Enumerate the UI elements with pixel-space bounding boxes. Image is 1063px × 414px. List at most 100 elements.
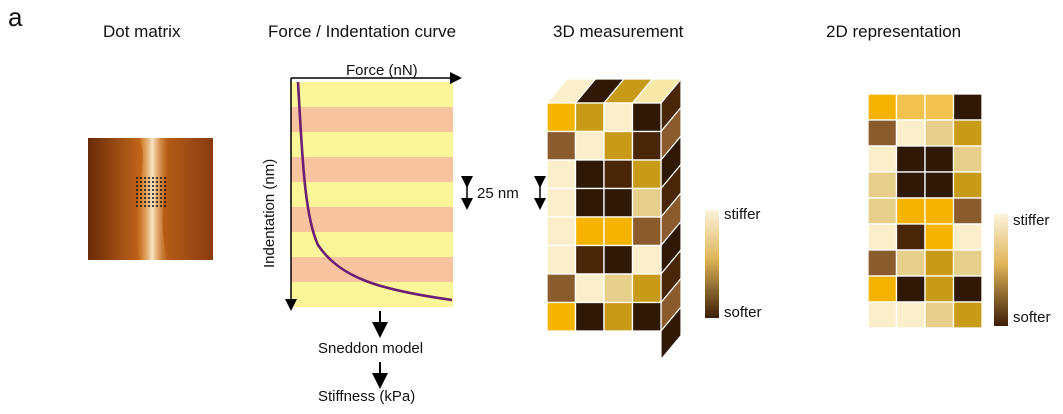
title-dot-matrix: Dot matrix <box>103 22 181 41</box>
grid2d-cell <box>924 301 955 329</box>
stiffness-3d-block <box>545 77 683 362</box>
grid2d-cell <box>867 301 898 329</box>
indentation-dot <box>136 205 138 207</box>
cube-front-cell <box>574 244 605 275</box>
indentation-dot <box>136 197 138 199</box>
indentation-dot <box>144 181 146 183</box>
indentation-dot <box>140 177 142 179</box>
colorbar-3d-bottom-label: softer <box>724 304 762 321</box>
indentation-dot <box>140 201 142 203</box>
indentation-dot <box>152 193 154 195</box>
force-curve-line <box>296 81 453 302</box>
cube-front-cell <box>603 273 634 304</box>
indentation-dot <box>156 177 158 179</box>
cube-front-cell <box>574 301 605 332</box>
indentation-dot <box>136 201 138 203</box>
indentation-dot <box>160 189 162 191</box>
cube-front-cell <box>546 216 577 247</box>
indentation-dot <box>160 185 162 187</box>
indentation-dot <box>148 185 150 187</box>
cube-front-cell <box>603 216 634 247</box>
depth-stripe <box>291 82 453 107</box>
cube-front-cell <box>603 159 634 190</box>
indentation-dot <box>144 177 146 179</box>
cube-front-cell <box>603 301 634 332</box>
cube-front-cell <box>546 244 577 275</box>
indentation-dot <box>156 197 158 199</box>
grid2d-cell <box>924 197 955 225</box>
cube-front-cell <box>631 159 662 190</box>
stiffness-2d-grid <box>867 93 983 329</box>
cube-front-cell <box>603 244 634 275</box>
indentation-dot <box>152 189 154 191</box>
cube-front-cell <box>631 102 662 133</box>
indentation-dot <box>156 185 158 187</box>
cube-front-cell <box>546 102 577 133</box>
grid2d-cell <box>895 145 926 173</box>
cube-front-cell <box>603 102 634 133</box>
grid2d-cell <box>895 249 926 277</box>
grid2d-cell <box>867 145 898 173</box>
indentation-dot <box>160 193 162 195</box>
colorbar-2d <box>994 214 1008 326</box>
depth-stripe <box>291 132 453 157</box>
grid2d-cell <box>952 249 983 277</box>
indentation-dot <box>156 205 158 207</box>
cube-front-cell <box>546 187 577 218</box>
indentation-dot <box>136 181 138 183</box>
grid2d-cell <box>895 275 926 303</box>
indentation-dot <box>152 197 154 199</box>
grid2d-cell <box>952 223 983 251</box>
x-axis-label: Force (nN) <box>346 62 418 79</box>
cube-front-cell <box>631 273 662 304</box>
y-axis-label: Indentation (nm) <box>261 158 278 268</box>
indentation-dot <box>156 189 158 191</box>
grid2d-cell <box>867 197 898 225</box>
cube-side-cell <box>660 305 682 362</box>
indentation-dot <box>140 197 142 199</box>
indentation-dot <box>144 197 146 199</box>
grid2d-cell <box>924 93 955 121</box>
indentation-dot <box>164 197 166 199</box>
indentation-dot <box>140 205 142 207</box>
indentation-dot <box>144 189 146 191</box>
cube-front-cell <box>631 216 662 247</box>
cube-front-cell <box>631 244 662 275</box>
indentation-dot <box>136 177 138 179</box>
depth-stripe <box>291 107 453 132</box>
colorbar-2d-top-label: stiffer <box>1013 212 1050 229</box>
cube-front-cell <box>546 273 577 304</box>
title-force-curve: Force / Indentation curve <box>268 22 457 41</box>
indentation-dot <box>148 181 150 183</box>
indentation-dot <box>136 185 138 187</box>
grid2d-cell <box>867 249 898 277</box>
indentation-dot <box>152 205 154 207</box>
cube-front-cell <box>546 159 577 190</box>
title-3d-measurement: 3D measurement <box>553 22 684 41</box>
grid2d-cell <box>952 197 983 225</box>
indentation-dot <box>144 205 146 207</box>
cube-front-cell <box>546 130 577 161</box>
depth-stripe <box>291 207 453 232</box>
indentation-dot <box>156 181 158 183</box>
indentation-dot <box>164 189 166 191</box>
colorbar-3d-top-label: stiffer <box>724 206 761 223</box>
grid2d-cell <box>895 93 926 121</box>
cube-front-cell <box>603 130 634 161</box>
grid2d-cell <box>924 145 955 173</box>
force-indentation-plot <box>285 72 462 389</box>
indentation-dot <box>164 181 166 183</box>
indentation-dot <box>144 185 146 187</box>
indentation-dot <box>164 185 166 187</box>
cube-front-cell <box>631 130 662 161</box>
grid2d-cell <box>924 119 955 147</box>
indentation-dot <box>144 201 146 203</box>
grid2d-cell <box>895 223 926 251</box>
grid2d-cell <box>952 301 983 329</box>
grid2d-cell <box>867 119 898 147</box>
grid2d-cell <box>952 145 983 173</box>
cube-front-cell <box>631 187 662 218</box>
indentation-dot <box>160 181 162 183</box>
panel-label: a <box>8 2 23 32</box>
